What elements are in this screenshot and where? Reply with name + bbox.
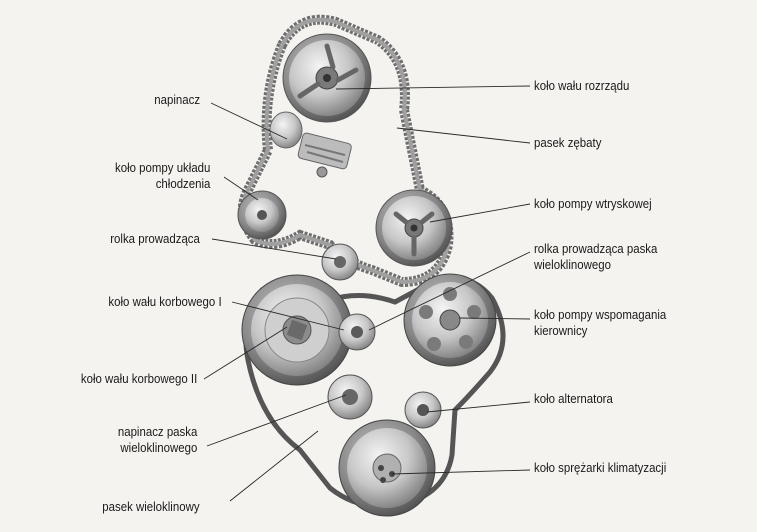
label-napinacz-paska-wieloklinowego: napinacz paska wieloklinowego — [117, 424, 197, 456]
label-kolo-sprezarki-klimatyzacji: koło sprężarki klimatyzacji — [534, 460, 666, 476]
camshaft-pulley — [283, 34, 371, 122]
ribbed-belt-tensioner — [328, 375, 372, 419]
label-kolo-walu-rozrzadu: koło wału rozrządu — [534, 78, 629, 94]
label-pasek-wieloklinowy: pasek wieloklinowy — [103, 499, 200, 515]
label-kolo-walu-korbowego-2: koło wału korbowego II — [81, 371, 197, 387]
guide-roller — [322, 244, 358, 280]
ac-compressor-pulley — [339, 420, 435, 516]
crankshaft-pulley — [242, 275, 352, 385]
label-rolka-prowadzaca: rolka prowadząca — [110, 231, 200, 247]
label-kolo-walu-korbowego-1: koło wału korbowego I — [109, 294, 222, 310]
power-steering-pulley — [404, 274, 496, 366]
label-kolo-pompy-ukladu-chlodzenia: koło pompy układu chłodzenia — [115, 160, 210, 192]
water-pump-pulley — [238, 191, 286, 239]
label-napinacz: napinacz — [154, 92, 200, 108]
label-rolka-prowadzaca-paska-wieloklinowego: rolka prowadząca paska wieloklinowego — [534, 241, 657, 273]
label-kolo-alternatora: koło alternatora — [534, 391, 613, 407]
injection-pump-pulley — [376, 190, 452, 266]
alternator-pulley — [405, 392, 441, 428]
label-kolo-pompy-wtryskowej: koło pompy wtryskowej — [534, 196, 652, 212]
timing-tensioner — [270, 112, 352, 177]
label-kolo-pompy-wspomagania-kierownicy: koło pompy wspomagania kierownicy — [534, 307, 666, 339]
label-pasek-zebaty: pasek zębaty — [534, 135, 601, 151]
ribbed-belt-guide-roller — [339, 314, 375, 350]
